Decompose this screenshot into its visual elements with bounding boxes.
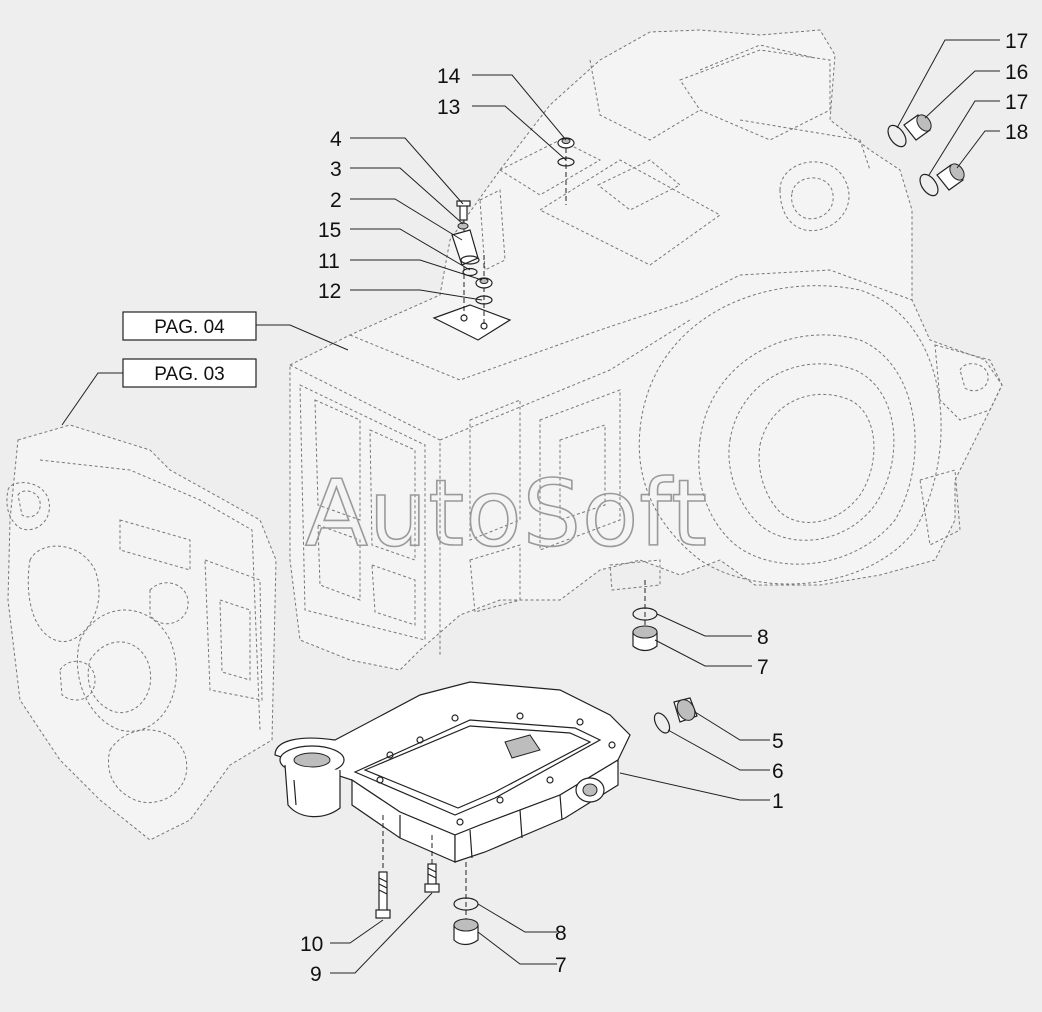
callout-7-lower: 7 <box>555 954 567 977</box>
callout-12: 12 <box>318 280 341 303</box>
callout-11: 11 <box>318 250 340 273</box>
callout-5: 5 <box>772 730 784 753</box>
oil-pan <box>274 681 631 863</box>
leader-lines <box>61 39 1000 974</box>
drain-plug-lower <box>453 862 479 946</box>
callout-16: 16 <box>1005 61 1028 84</box>
callout-3: 3 <box>330 158 342 181</box>
watermark: AutoSoft <box>305 460 708 567</box>
callout-2: 2 <box>330 189 342 212</box>
callout-numbers: 17 16 17 18 14 13 4 3 2 15 11 12 8 7 5 6… <box>300 30 1028 986</box>
callout-14: 14 <box>437 65 461 88</box>
front-housing <box>6 424 277 841</box>
callout-17-bottom: 17 <box>1005 91 1028 114</box>
callout-18: 18 <box>1005 121 1028 144</box>
callout-13: 13 <box>437 96 460 119</box>
callout-4: 4 <box>330 128 342 151</box>
callout-9: 9 <box>310 963 322 986</box>
svg-text:PAG. 03: PAG. 03 <box>154 364 224 385</box>
fill-plug-side <box>653 697 698 734</box>
callout-8-upper: 8 <box>757 626 769 649</box>
callout-6: 6 <box>772 760 784 783</box>
page-ref-pag-03: PAG. 03 <box>122 358 257 388</box>
side-plugs <box>887 114 965 197</box>
pan-bolts <box>375 815 440 919</box>
callout-17-top: 17 <box>1005 30 1028 53</box>
callout-1: 1 <box>772 790 784 813</box>
callout-15: 15 <box>318 219 341 242</box>
callout-8-lower: 8 <box>555 922 567 945</box>
callout-7-upper: 7 <box>757 656 769 679</box>
svg-text:PAG. 04: PAG. 04 <box>154 317 225 338</box>
transmission-housing <box>289 29 1003 671</box>
callout-10: 10 <box>300 933 323 956</box>
page-ref-pag-04: PAG. 04 <box>122 311 257 341</box>
drain-plug-upper <box>632 580 658 652</box>
